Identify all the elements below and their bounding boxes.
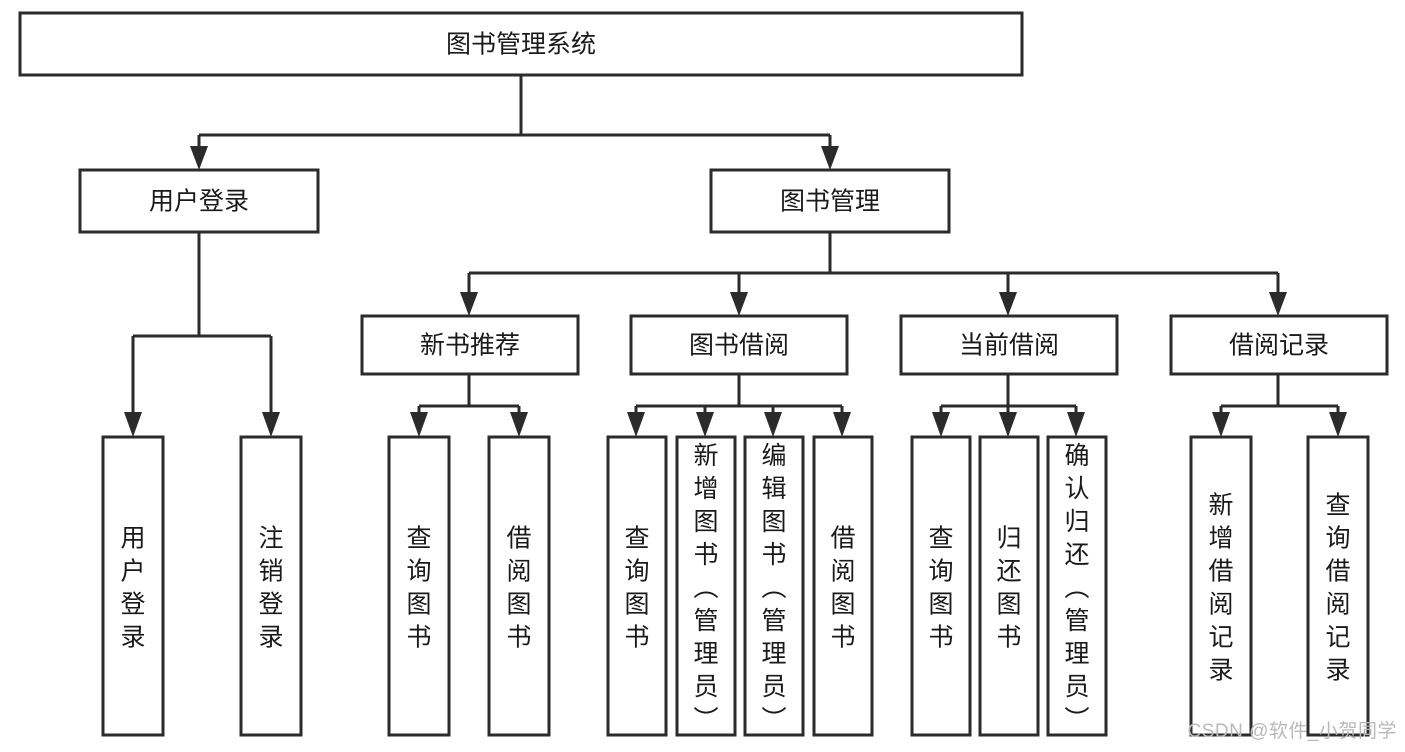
leaf-add-book-label: 新增图书︵管理员︶	[693, 442, 718, 734]
leaf-add-book[interactable]: 新增图书︵管理员︶	[675, 435, 737, 737]
node-user-login-label: 用户登录	[149, 188, 249, 216]
node-current-borrow[interactable]: 当前借阅	[899, 314, 1119, 376]
leaf-return-book[interactable]: 归还图书	[978, 435, 1040, 737]
leaf-borrow-book-label: 借阅图书	[830, 524, 855, 651]
arrowhead-borrow-record	[1269, 292, 1287, 316]
node-borrow-record-label: 借阅记录	[1229, 332, 1329, 360]
leaf-edit-book-label: 编辑图书︵管理员︶	[761, 442, 786, 734]
arrowhead-leaf-confirm-return	[1067, 412, 1085, 437]
node-book-management[interactable]: 图书管理	[709, 168, 951, 234]
node-book-management-label: 图书管理	[780, 188, 880, 216]
node-user-login-box[interactable]	[78, 168, 320, 234]
arrowhead-leaf-query-book-a	[410, 412, 428, 437]
leaf-query-book-current-label: 查询图书	[928, 524, 953, 651]
leaf-query-book-borrow[interactable]: 查询图书	[606, 435, 668, 737]
leaf-return-book-box[interactable]	[978, 435, 1040, 737]
node-new-book-recommend[interactable]: 新书推荐	[360, 314, 580, 376]
leaf-query-book-current[interactable]: 查询图书	[910, 435, 972, 737]
arrowhead-leaf-query-record	[1329, 412, 1347, 437]
arrowhead-user-login	[190, 146, 208, 170]
arrowhead-current-borrow	[999, 292, 1017, 316]
leaf-confirm-return-label: 确认归还︵管理员︶	[1064, 442, 1089, 734]
leaf-user-login-box[interactable]	[101, 435, 165, 737]
leaf-add-borrow-record-box[interactable]	[1189, 435, 1253, 737]
leaf-logout-box[interactable]	[239, 435, 303, 737]
node-book-borrow-box[interactable]	[629, 314, 849, 376]
leaf-return-book-label: 归还图书	[996, 524, 1021, 651]
node-new-book-recommend-label: 新书推荐	[420, 332, 520, 360]
leaf-query-borrow-record[interactable]: 查询借阅记录	[1306, 435, 1370, 737]
arrowhead-new-book-rec	[460, 292, 478, 316]
node-user-login[interactable]: 用户登录	[78, 168, 320, 234]
arrowhead-book-mgmt	[821, 146, 839, 170]
leaf-borrow-book-box[interactable]	[812, 435, 874, 737]
leaf-borrow-book-rec-box[interactable]	[487, 435, 551, 737]
leaf-logout[interactable]: 注销登录	[239, 435, 303, 737]
node-current-borrow-box[interactable]	[899, 314, 1119, 376]
node-book-borrow-label: 图书借阅	[689, 332, 789, 360]
arrowhead-leaf-add-record	[1212, 412, 1230, 437]
leaf-add-borrow-record-label: 新增借阅记录	[1208, 491, 1233, 684]
leaf-query-book-current-box[interactable]	[910, 435, 972, 737]
node-book-borrow[interactable]: 图书借阅	[629, 314, 849, 376]
connector-layer	[124, 75, 1347, 437]
leaf-query-book-rec[interactable]: 查询图书	[387, 435, 451, 737]
leaf-confirm-return-box[interactable]	[1046, 435, 1108, 737]
leaf-user-login[interactable]: 用户登录	[101, 435, 165, 737]
leaf-confirm-return[interactable]: 确认归还︵管理员︶	[1046, 435, 1108, 737]
arrowhead-leaf-return-book	[999, 412, 1017, 437]
leaf-borrow-book-rec-label: 借阅图书	[506, 524, 531, 651]
node-new-book-recommend-box[interactable]	[360, 314, 580, 376]
leaf-query-borrow-record-label: 查询借阅记录	[1325, 491, 1350, 684]
node-book-management-box[interactable]	[709, 168, 951, 234]
leaf-logout-label: 注销登录	[258, 524, 283, 651]
arrowhead-leaf-query-book-c	[932, 412, 950, 437]
node-root-label: 图书管理系统	[446, 31, 596, 59]
arrowhead-leaf-add-book	[696, 412, 714, 437]
leaf-add-borrow-record[interactable]: 新增借阅记录	[1189, 435, 1253, 737]
leaf-query-book-rec-box[interactable]	[387, 435, 451, 737]
leaf-edit-book[interactable]: 编辑图书︵管理员︶	[743, 435, 805, 737]
leaf-query-book-borrow-box[interactable]	[606, 435, 668, 737]
node-borrow-record-box[interactable]	[1169, 314, 1389, 376]
leaf-borrow-book-rec[interactable]: 借阅图书	[487, 435, 551, 737]
arrowhead-leaf-query-book-b	[627, 412, 645, 437]
node-borrow-record[interactable]: 借阅记录	[1169, 314, 1389, 376]
arrowhead-leaf-user-login	[124, 412, 142, 437]
arrowhead-leaf-borrow-book-b	[833, 412, 851, 437]
leaf-add-book-box[interactable]	[675, 435, 737, 737]
leaf-borrow-book[interactable]: 借阅图书	[812, 435, 874, 737]
arrowhead-book-borrow	[730, 292, 748, 316]
leaf-query-borrow-record-box[interactable]	[1306, 435, 1370, 737]
leaf-query-book-borrow-label: 查询图书	[624, 524, 649, 651]
node-root[interactable]: 图书管理系统	[18, 11, 1024, 77]
leaf-edit-book-box[interactable]	[743, 435, 805, 737]
arrowhead-leaf-borrow-book-a	[510, 412, 528, 437]
arrowhead-leaf-logout	[262, 412, 280, 437]
leaf-query-book-rec-label: 查询图书	[406, 524, 431, 651]
leaf-user-login-label: 用户登录	[120, 524, 145, 651]
node-root-box[interactable]	[18, 11, 1024, 77]
arrowhead-leaf-edit-book	[764, 412, 782, 437]
node-current-borrow-label: 当前借阅	[959, 332, 1059, 360]
